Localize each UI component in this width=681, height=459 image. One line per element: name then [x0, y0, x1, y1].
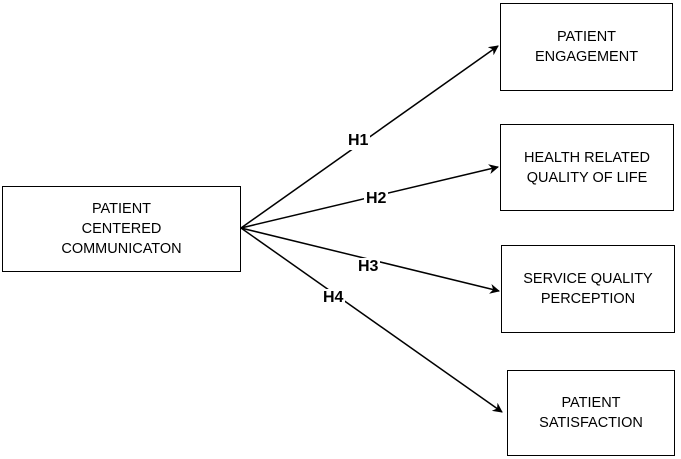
edge-label-h2: H2: [364, 190, 389, 208]
source-node-label: PATIENT CENTERED COMMUNICATON: [61, 201, 182, 257]
target-node-box-service-quality: SERVICE QUALITY PERCEPTION: [501, 245, 675, 333]
target-node-label-quality-of-life: HEALTH RELATED QUALITY OF LIFE: [524, 149, 650, 186]
target-node-label-satisfaction: PATIENT SATISFACTION: [539, 395, 643, 431]
edge-label-h4: H4: [321, 289, 346, 307]
target-node-label-engagement: PATIENT ENGAGEMENT: [534, 29, 639, 65]
target-node-box-quality-of-life: HEALTH RELATED QUALITY OF LIFE: [500, 124, 674, 211]
edge-label-h3: H3: [356, 258, 381, 276]
edge-arrow-h4: [240, 227, 503, 413]
source-node-box: PATIENT CENTERED COMMUNICATON: [2, 186, 241, 272]
target-node-box-satisfaction: PATIENT SATISFACTION: [507, 370, 675, 456]
edge-label-h1: H1: [346, 132, 371, 150]
target-node-label-service-quality: SERVICE QUALITY PERCEPTION: [523, 271, 653, 307]
target-node-box-engagement: PATIENT ENGAGEMENT: [500, 3, 673, 91]
